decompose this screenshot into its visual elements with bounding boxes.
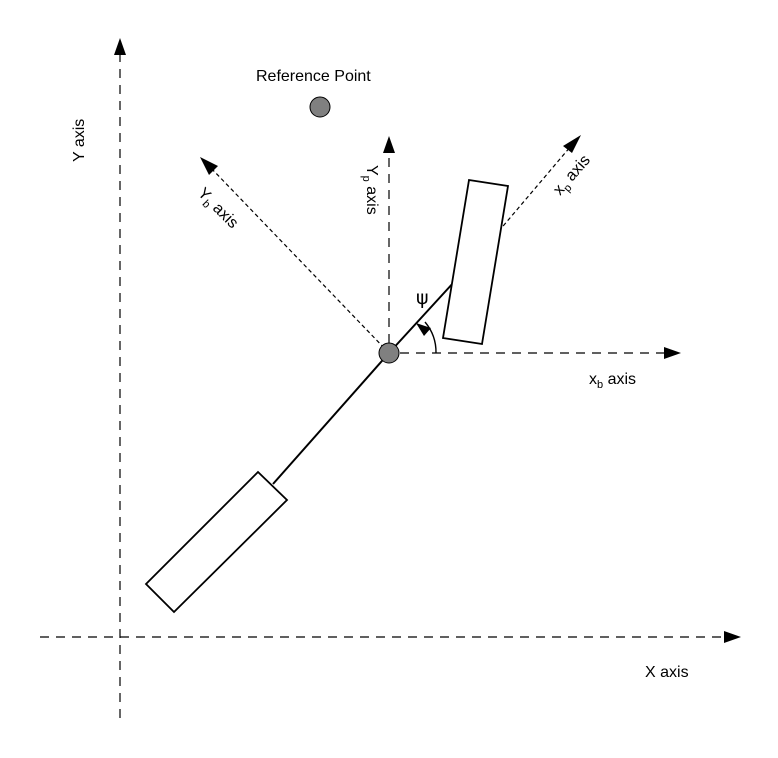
yp-rest: axis (363, 182, 380, 215)
yp-axis-arrowhead (383, 136, 395, 153)
reference-point-label: Reference Point (256, 68, 371, 85)
yp-axis-label: Yp axis (360, 165, 380, 215)
global-x-axis (40, 631, 741, 643)
vehicle-link (272, 257, 477, 485)
psi-label: ψ (416, 287, 429, 309)
xb-axis (400, 347, 681, 359)
psi-angle-arc (416, 321, 437, 354)
x-axis-label: X axis (645, 664, 689, 681)
xb-main: x (589, 371, 597, 388)
y-axis-arrowhead (114, 38, 126, 55)
xb-rest: axis (603, 371, 636, 388)
y-axis-label: Y axis (71, 119, 88, 162)
yp-subscript: p (360, 176, 372, 182)
xb-subscript: b (597, 379, 603, 391)
x-axis-arrowhead (724, 631, 741, 643)
xb-axis-arrowhead (664, 347, 681, 359)
xb-axis-label: xb axis (589, 371, 636, 391)
yb-axis-arrowhead (200, 157, 218, 175)
xp-axis-label: xp axis (550, 152, 596, 201)
yp-axis (383, 136, 395, 343)
global-y-axis (114, 38, 126, 718)
yb-axis-label: Yb axis (192, 185, 241, 234)
hinge-point (378, 342, 400, 364)
front-wheel-rectangle (441, 178, 510, 346)
xp-rest: axis (559, 152, 593, 188)
yp-main: Y (363, 165, 380, 176)
yb-axis (200, 157, 390, 354)
xp-axis-arrowhead (563, 135, 581, 153)
reference-point-marker (309, 96, 331, 118)
psi-arc-arrowhead (416, 323, 431, 336)
rear-wheel-rectangle (144, 470, 289, 614)
rear-link-line (272, 352, 390, 485)
